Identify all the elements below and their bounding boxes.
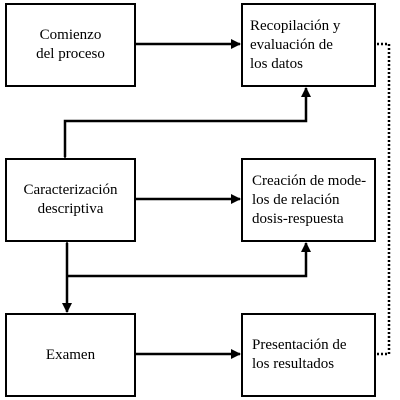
box-results-presentation: Presentación de los resultados (241, 313, 376, 397)
box-descriptive-characterization: Caracterización descriptiva (5, 158, 136, 242)
box-results-line-2: los resultados (252, 356, 335, 372)
box-collect-line-1: Recopilación y (250, 17, 341, 34)
dashed-feedback-connector (377, 42, 391, 356)
box-collect-line-2: evaluación de (250, 36, 333, 53)
arrow-branch-to-model (67, 242, 311, 278)
box-start-line-1: Comienzo (39, 27, 102, 43)
box-start-process: Comienzo del proceso (5, 3, 136, 87)
box-dose-response-models: Creación de mode- los de relación dosis-… (241, 158, 376, 242)
box-model-line-2: los de relación (252, 191, 340, 208)
box-collect-line-3: los datos (250, 55, 303, 72)
box-start-line-2: del proceso (36, 46, 105, 62)
connector-collect-describe (60, 87, 311, 166)
box-model-line-3: dosis-respuesta (252, 210, 344, 227)
box-exam-line-1: Examen (45, 346, 96, 363)
box-data-collection: Recopilación y evaluación de los datos (241, 3, 376, 87)
box-results-line-1: Presentación de (252, 337, 347, 353)
box-describe-line-1: Caracterización (23, 182, 118, 198)
box-examination: Examen (5, 313, 136, 397)
box-model-line-1: Creación de mode- (252, 172, 367, 189)
box-describe-line-2: descriptiva (37, 201, 104, 217)
